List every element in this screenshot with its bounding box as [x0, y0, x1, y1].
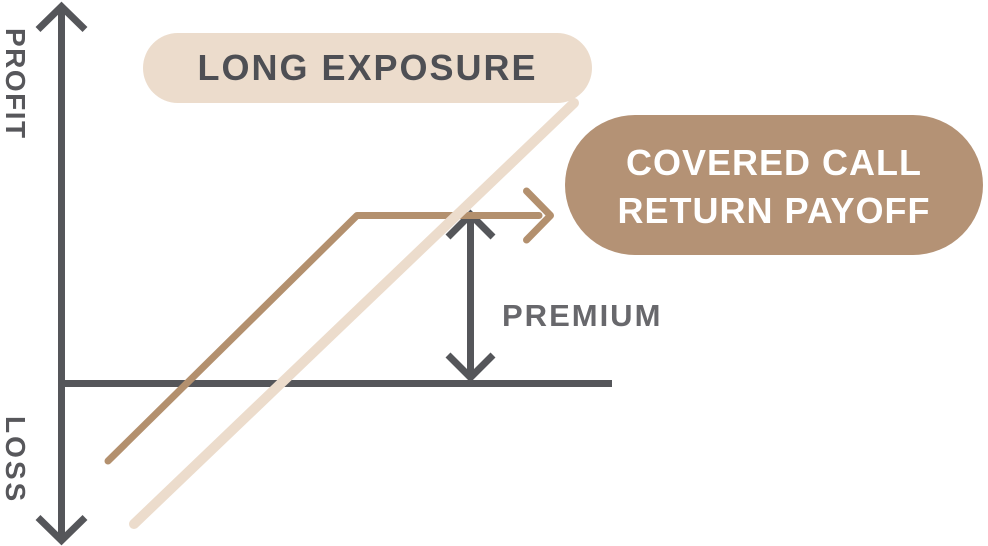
covered-call-badge: COVERED CALL RETURN PAYOFF: [565, 115, 983, 255]
y-axis-arrow-down-icon: [35, 514, 88, 546]
premium-label: PREMIUM: [502, 298, 663, 333]
loss-axis-label: LOSS: [0, 416, 31, 505]
long-exposure-line: [129, 98, 579, 529]
covered-call-line: [104, 212, 543, 465]
long-exposure-badge-label: LONG EXPOSURE: [197, 47, 538, 88]
covered-call-badge-line2: RETURN PAYOFF: [617, 190, 931, 231]
covered-call-badge-line1: COVERED CALL: [625, 141, 922, 183]
profit-axis-label: PROFIT: [0, 28, 31, 140]
premium-arrow-down-head-icon: [445, 352, 496, 383]
long-exposure-badge: LONG EXPOSURE: [143, 33, 592, 103]
covered-call-arrow-head-icon: [523, 187, 554, 244]
y-axis-arrow-up-icon: [35, 1, 88, 33]
